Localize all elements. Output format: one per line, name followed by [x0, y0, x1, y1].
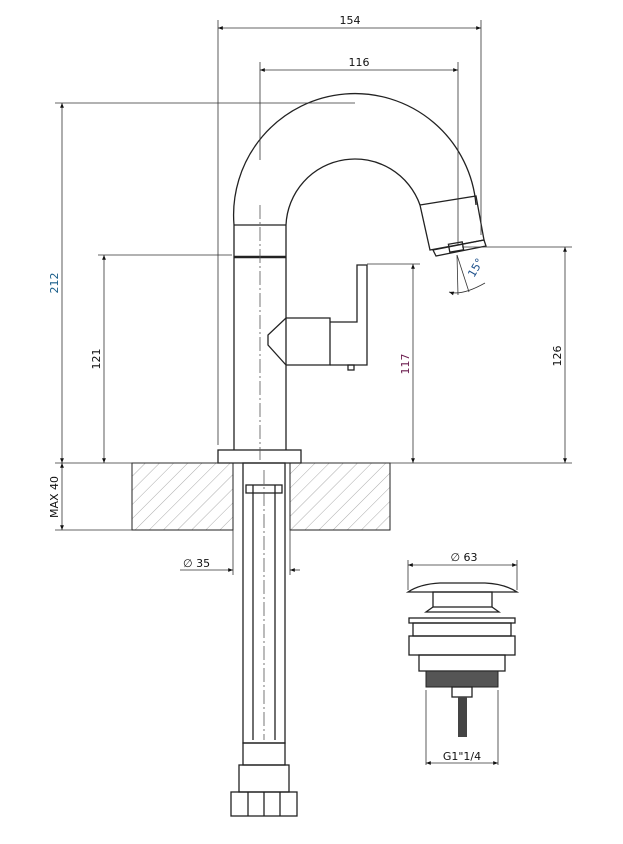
dim-spout-height: 126 [551, 346, 564, 367]
dim-body-height: 117 [399, 354, 412, 375]
lever-handle [267, 264, 368, 371]
dim-overall-height: 212 [48, 273, 61, 294]
dim-overall-width: 154 [340, 14, 361, 27]
dim-hole-diameter: ∅ 35 [183, 557, 210, 570]
dim-spout-reach: 116 [349, 56, 370, 69]
dim-deck-thickness: MAX 40 [48, 476, 61, 518]
waste-diameter-label: ∅ 63 [450, 551, 477, 564]
dim-spout-angle: 15° [465, 256, 486, 279]
faucet-body [217, 92, 487, 464]
dim-lever-height: 121 [90, 349, 103, 370]
waste-thread-label: G1"1/4 [443, 750, 481, 763]
counter-section [131, 462, 391, 531]
waste-valve [405, 560, 520, 765]
supply-pipe [230, 462, 298, 817]
dimension-lines [55, 20, 572, 575]
